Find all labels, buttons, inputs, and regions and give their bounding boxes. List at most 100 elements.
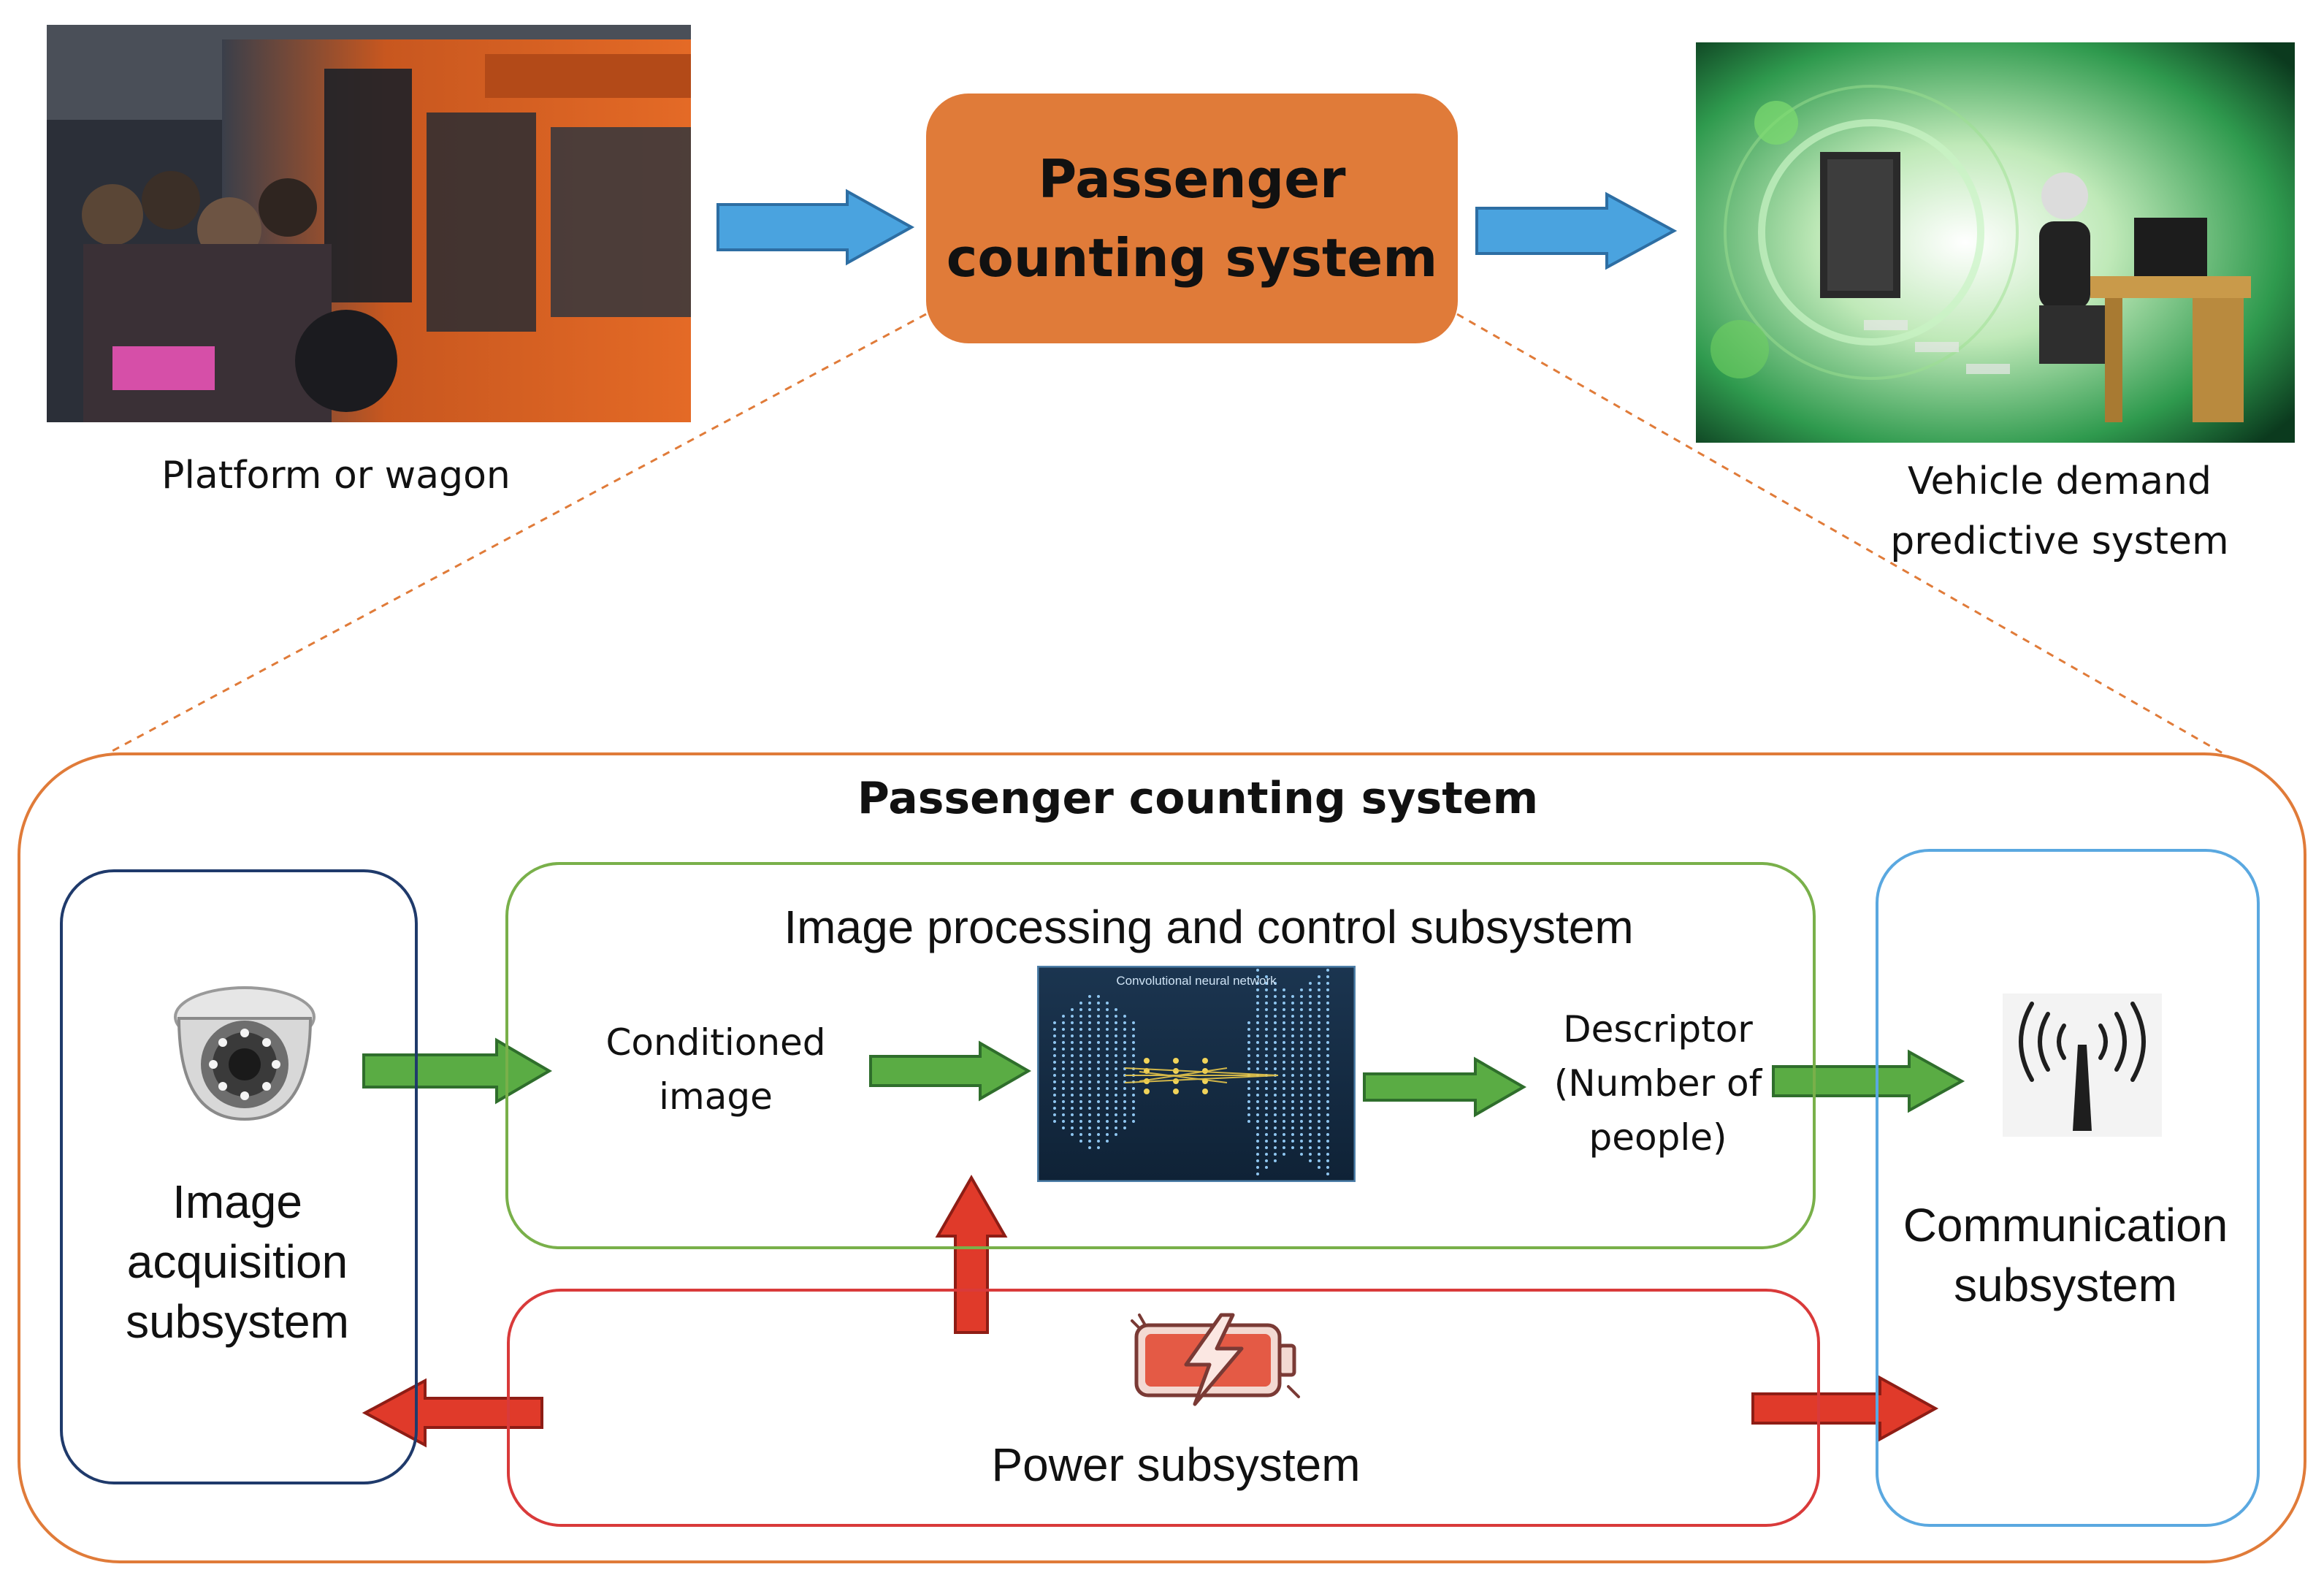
passenger-counting-system-box[interactable]: Passenger counting system (926, 94, 1458, 343)
cnn-neuron (1265, 1140, 1268, 1143)
cnn-neuron (1071, 1067, 1074, 1070)
cnn-neuron (1132, 1094, 1135, 1097)
power-subsystem[interactable] (507, 1289, 1820, 1527)
cnn-neuron (1265, 1113, 1268, 1116)
cnn-neuron (1247, 1048, 1250, 1051)
cnn-neuron (1062, 1113, 1065, 1116)
cnn-neuron (1274, 982, 1277, 985)
image-acquisition-subsystem[interactable] (60, 869, 418, 1484)
cnn-neuron (1283, 1067, 1285, 1070)
cnn-neuron (1283, 1021, 1285, 1024)
cnn-neuron (1265, 1061, 1268, 1064)
cnn-neuron (1318, 995, 1320, 998)
cnn-neuron (1088, 1021, 1091, 1024)
cnn-neuron (1071, 1094, 1074, 1097)
cnn-neuron (1097, 1074, 1100, 1077)
descriptor-label: Descriptor (Number of people) (1526, 1002, 1789, 1164)
cnn-neuron (1115, 1061, 1117, 1064)
cnn-neuron (1300, 995, 1303, 998)
cnn-neuron (1256, 1048, 1259, 1051)
cnn-neuron (1053, 1048, 1056, 1051)
cnn-neuron (1326, 1087, 1329, 1090)
cnn-neuron (1291, 1015, 1294, 1018)
cnn-neuron (1079, 1100, 1082, 1103)
cnn-neuron (1283, 1126, 1285, 1129)
cnn-neuron (1115, 1087, 1117, 1090)
cnn-neuron (1309, 1041, 1312, 1044)
cnn-neuron (1088, 1034, 1091, 1037)
cnn-neuron (1106, 1041, 1109, 1044)
cnn-neuron (1274, 1002, 1277, 1004)
cnn-neuron (1088, 1126, 1091, 1129)
cnn-neuron (1132, 1087, 1135, 1090)
cnn-neuron (1326, 1067, 1329, 1070)
cnn-neuron (1247, 1054, 1250, 1057)
cnn-neuron (1115, 1080, 1117, 1083)
cnn-neuron (1123, 1015, 1126, 1018)
cnn-neuron (1309, 982, 1312, 985)
cnn-neuron (1115, 1113, 1117, 1116)
conditioned-image-line2: image (659, 1075, 773, 1118)
cnn-neuron (1256, 1054, 1259, 1057)
cnn-neuron (1291, 1061, 1294, 1064)
cnn-neuron (1265, 1021, 1268, 1024)
cnn-neuron (1274, 1041, 1277, 1044)
cnn-neuron (1309, 1146, 1312, 1149)
cnn-neuron (1326, 1140, 1329, 1143)
cnn-neuron (1088, 1100, 1091, 1103)
antenna-icon (2003, 994, 2162, 1137)
cnn-neuron (1106, 1087, 1109, 1090)
cnn-neuron (1097, 1048, 1100, 1051)
cnn-neuron (1326, 1146, 1329, 1149)
cnn-neuron (1291, 1113, 1294, 1116)
cnn-neuron (1309, 1067, 1312, 1070)
cnn-neuron (1256, 982, 1259, 985)
cnn-neuron (1309, 1120, 1312, 1123)
communication-subsystem[interactable] (1876, 849, 2260, 1527)
cnn-neuron (1079, 1087, 1082, 1090)
cnn-neuron (1291, 1054, 1294, 1057)
communication-label-line1: Communication (1903, 1199, 2228, 1251)
cnn-neuron (1097, 1113, 1100, 1116)
cnn-neuron (1079, 1107, 1082, 1110)
cnn-neuron (1283, 1120, 1285, 1123)
cnn-neuron (1247, 1067, 1250, 1070)
image-processing-subsystem[interactable] (505, 862, 1816, 1249)
cnn-neuron (1097, 1100, 1100, 1103)
cnn-neuron (1326, 975, 1329, 978)
cnn-neuron (1256, 1113, 1259, 1116)
detail-heading: Passenger counting system (857, 773, 1539, 824)
platform-caption: Platform or wagon (161, 454, 511, 497)
cnn-neuron (1071, 1041, 1074, 1044)
cnn-neuron (1132, 1048, 1135, 1051)
cnn-neuron (1256, 1015, 1259, 1018)
cnn-neuron (1300, 1087, 1303, 1090)
cnn-neuron (1079, 1120, 1082, 1123)
cnn-neuron (1106, 1140, 1109, 1143)
cnn-neuron (1123, 1113, 1126, 1116)
cnn-neuron (1247, 1107, 1250, 1110)
cnn-neuron (1123, 1120, 1126, 1123)
cnn-neuron (1123, 1034, 1126, 1037)
blue-arrow-to-counter (716, 188, 915, 266)
cnn-neuron (1300, 1094, 1303, 1097)
cnn-neuron (1071, 1008, 1074, 1011)
cnn-neuron (1062, 1126, 1065, 1129)
cnn-neuron (1256, 995, 1259, 998)
cnn-neuron (1088, 1054, 1091, 1057)
cnn-neuron (1300, 1133, 1303, 1136)
cnn-neuron (1053, 1028, 1056, 1031)
red-arrow-power-to-processing (935, 1174, 1008, 1334)
cnn-neuron (1106, 1002, 1109, 1004)
cnn-neuron (1123, 1054, 1126, 1057)
cnn-neuron (1274, 995, 1277, 998)
cnn-neuron (1053, 1021, 1056, 1024)
cnn-neuron (1097, 1028, 1100, 1031)
green-arrow-cnn-to-descriptor (1363, 1056, 1527, 1118)
cnn-neuron (1106, 1061, 1109, 1064)
cnn-neuron (1300, 1140, 1303, 1143)
cnn-neuron (1283, 1133, 1285, 1136)
cnn-neuron (1071, 1048, 1074, 1051)
cnn-neuron (1106, 1021, 1109, 1024)
cnn-neuron (1132, 1100, 1135, 1103)
